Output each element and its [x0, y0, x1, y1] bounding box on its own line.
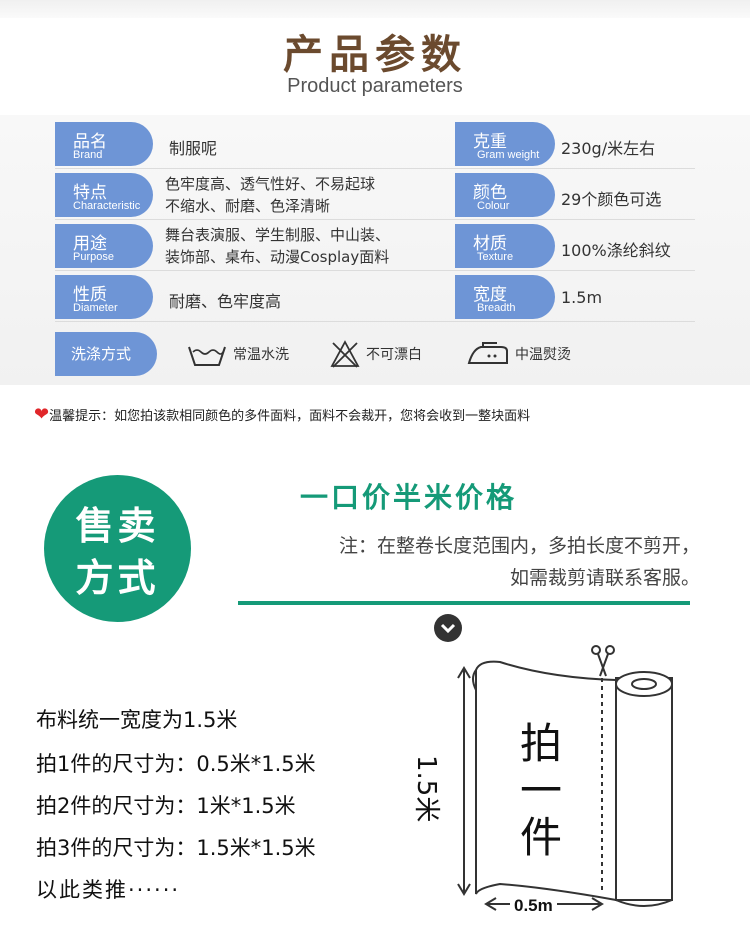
size-line-2: 拍1件的尺寸为：0.5米*1.5米 — [36, 752, 316, 776]
size-line-4: 拍3件的尺寸为：1.5米*1.5米 — [36, 836, 316, 860]
param-label-characteristic: 特点 Characteristic — [55, 173, 153, 217]
fabric-roll-diagram — [457, 645, 673, 911]
param-value-diameter: 耐磨、色牢度高 — [169, 292, 282, 311]
page-title: 产品参数 — [283, 31, 467, 78]
param-value-brand: 制服呢 — [169, 139, 218, 158]
param-value-breadth: 1.5m — [561, 288, 603, 307]
param-value-characteristic: 色牢度高、透气性好、不易起球 不缩水、耐磨、色泽清晰 — [165, 175, 376, 215]
warm-tip: ❤温馨提示：如您拍该款相同颜色的多件面料，面料不会裁开，您将会收到一整块面料 — [34, 404, 531, 425]
page-subtitle: Product parameters — [287, 75, 463, 97]
param-label-brand: 品名 Brand — [55, 122, 153, 166]
param-value-gram-weight: 230g/米左右 — [561, 139, 656, 158]
care-label: 洗涤方式 — [55, 332, 157, 376]
cutting-note: 注：在整卷长度范围内，多拍长度不剪开， 如需裁剪请联系客服。 — [338, 535, 700, 589]
param-value-colour: 29个颜色可选 — [561, 190, 662, 209]
iron-icon — [467, 342, 508, 364]
wash-basin-icon — [188, 346, 226, 366]
green-divider — [238, 601, 690, 605]
param-row-2: 特点 Characteristic 色牢度高、透气性好、不易起球 不缩水、耐磨、… — [55, 173, 695, 220]
heart-icon: ❤ — [34, 404, 50, 425]
size-line-5: 以此类推······ — [36, 878, 181, 902]
fabric-sheet — [475, 660, 617, 902]
param-row-3: 用途 Purpose 舞台表演服、学生制服、中山装、 装饰部、桌布、动漫Cosp… — [55, 224, 695, 271]
param-label-gram-weight: 克重 Gram weight — [455, 122, 555, 166]
no-bleach-icon — [330, 340, 360, 368]
care-item-bleach: 不可漂白 — [330, 332, 422, 376]
param-label-texture: 材质 Texture — [455, 224, 555, 268]
param-row-4: 性质 Diameter 耐磨、色牢度高 宽度 Breadth 1.5m — [55, 275, 695, 322]
param-label-diameter: 性质 Diameter — [55, 275, 153, 319]
height-label: 1.5米 — [411, 755, 441, 823]
param-row-1: 品名 Brand 制服呢 克重 Gram weight 230g/米左右 — [55, 122, 695, 169]
top-strip — [0, 0, 750, 18]
param-label-breadth: 宽度 Breadth — [455, 275, 555, 319]
care-item-iron: 中温熨烫 — [467, 332, 571, 376]
center-char-3: 件 — [520, 813, 563, 862]
size-line-1: 布料统一宽度为1.5米 — [36, 708, 238, 732]
width-label: 0.5m — [510, 896, 557, 916]
chevron-down-icon — [434, 614, 462, 642]
size-line-3: 拍2件的尺寸为：1米*1.5米 — [36, 794, 296, 818]
center-char-2: 一 — [520, 766, 563, 815]
sale-method-badge: 售卖 方式 — [44, 475, 191, 622]
care-row: 洗涤方式 常温水洗 不可漂白 中温熨烫 — [55, 332, 695, 378]
param-value-texture: 100%涤纶斜纹 — [561, 241, 671, 260]
price-headline: 一口价半米价格 — [300, 481, 518, 514]
param-label-purpose: 用途 Purpose — [55, 224, 153, 268]
scissors-icon — [591, 645, 615, 677]
center-char-1: 拍 — [520, 719, 563, 768]
param-value-purpose: 舞台表演服、学生制服、中山装、 装饰部、桌布、动漫Cosplay面料 — [165, 226, 391, 266]
param-label-colour: 颜色 Colour — [455, 173, 555, 217]
care-item-wash: 常温水洗 — [187, 332, 289, 376]
